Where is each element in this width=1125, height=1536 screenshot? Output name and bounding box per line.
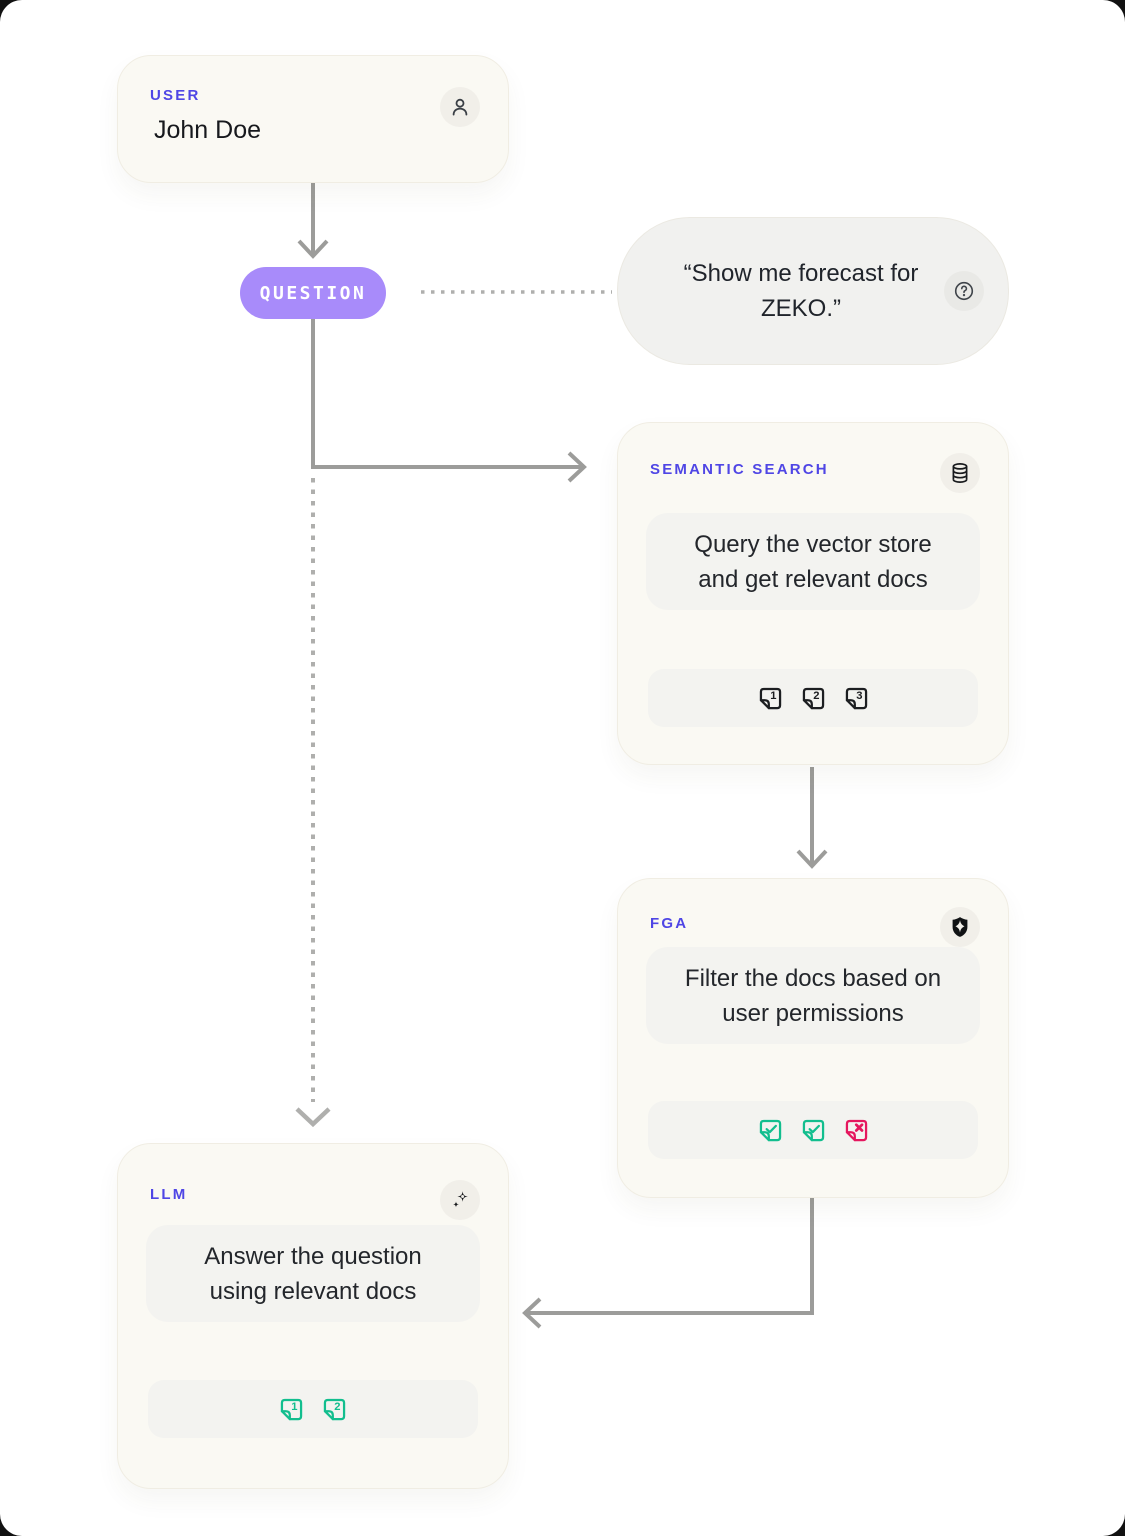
svg-text:2: 2 [334, 1401, 340, 1413]
llm-card: LLM Answer the question using relevant d… [117, 1143, 509, 1489]
arrow-semantic-search-to-fga [796, 767, 828, 869]
arrow-fga-to-llm [522, 1197, 814, 1329]
semantic-search-docs: 1 2 3 [648, 669, 978, 727]
fga-card: FGA Filter the docs based on user permis… [617, 878, 1009, 1198]
doc-page-1-icon: 1 [280, 1398, 303, 1420]
quote-bubble: “Show me forecast for ZEKO.” [617, 217, 1009, 365]
person-icon [440, 87, 480, 127]
semantic-search-description: Query the vector store and get relevant … [694, 530, 932, 593]
llm-label: LLM [150, 1186, 188, 1203]
shield-icon [940, 907, 980, 947]
doc-page-3-icon: 3 [845, 687, 867, 709]
semantic-search-card: SEMANTIC SEARCH Query the vector store a… [617, 422, 1009, 765]
arrow-question-to-semantic-search [311, 319, 587, 483]
fga-desc-box: Filter the docs based on user permission… [646, 947, 980, 1044]
svg-text:2: 2 [813, 690, 819, 702]
doc-page-2-icon: 2 [802, 687, 824, 709]
doc-check-icon [802, 1119, 824, 1141]
database-icon [940, 453, 980, 493]
llm-description: Answer the question using relevant docs [204, 1242, 422, 1305]
semantic-search-desc-box: Query the vector store and get relevant … [646, 513, 980, 610]
doc-cross-icon [845, 1119, 867, 1141]
doc-page-1-icon: 1 [759, 687, 781, 709]
svg-text:3: 3 [856, 690, 862, 702]
help-icon [944, 271, 984, 311]
arrow-user-to-question [297, 181, 329, 259]
user-card: USER John Doe [117, 55, 509, 183]
question-pill: QUESTION [240, 267, 386, 319]
svg-text:1: 1 [291, 1401, 297, 1413]
doc-check-icon [759, 1119, 781, 1141]
user-name: John Doe [154, 116, 262, 144]
doc-page-2-icon: 2 [323, 1398, 346, 1420]
user-card-label: USER [150, 87, 201, 104]
fga-label: FGA [650, 915, 689, 932]
fga-description: Filter the docs based on user permission… [684, 964, 942, 1027]
sparkles-icon [440, 1180, 480, 1220]
dotted-arrow-question-to-llm [295, 478, 331, 1128]
svg-text:1: 1 [770, 690, 776, 702]
quote-text: “Show me forecast for ZEKO.” [683, 260, 919, 322]
semantic-search-label: SEMANTIC SEARCH [650, 461, 829, 478]
fga-docs [648, 1101, 978, 1159]
llm-desc-box: Answer the question using relevant docs [146, 1225, 480, 1322]
